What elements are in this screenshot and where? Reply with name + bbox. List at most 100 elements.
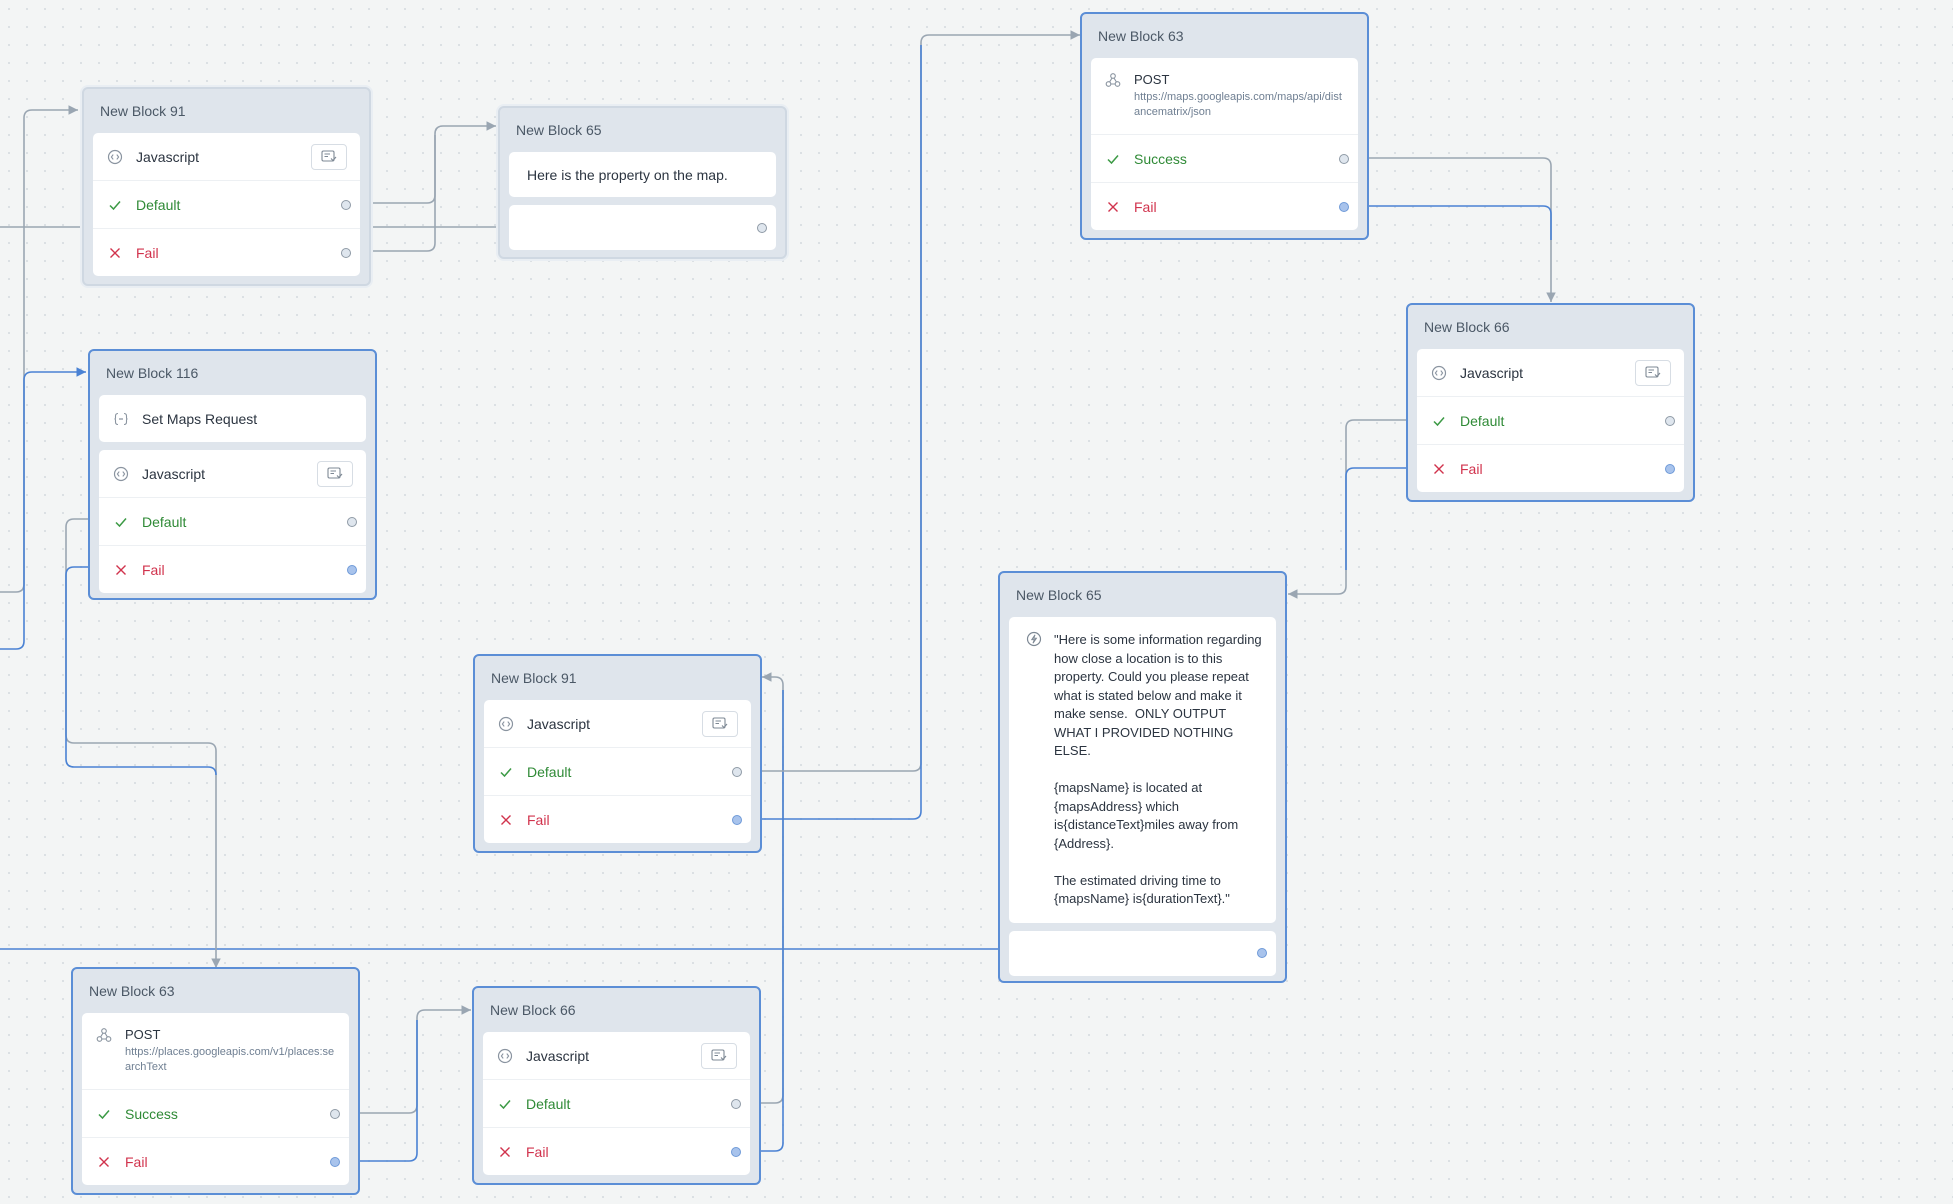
default-path-row[interactable]: Default [483, 1079, 750, 1127]
x-icon [107, 245, 123, 261]
fail-label: Fail [125, 1153, 148, 1170]
output-port[interactable] [731, 1146, 741, 1157]
fail-path-row[interactable]: Fail [483, 1127, 750, 1175]
flow-block[interactable]: New Block 91 Javascript Default Fail [82, 87, 371, 286]
flow-block[interactable]: New Block 91 Javascript Default Fail [473, 654, 762, 853]
default-label: Default [527, 763, 572, 780]
flow-block[interactable]: New Block 63 POST https://maps.googleapi… [1080, 12, 1369, 240]
code-editor-icon[interactable] [317, 460, 353, 487]
link [350, 1005, 471, 1114]
block-title: New Block 91 [100, 103, 186, 119]
check-icon [113, 514, 129, 530]
block-title: New Block 66 [1424, 319, 1510, 335]
action-row[interactable]: Javascript [93, 133, 360, 180]
set-variable-row[interactable]: Set Maps Request [99, 395, 366, 442]
fail-label: Fail [1134, 198, 1157, 215]
prompt-text: "Here is some information regarding how … [1054, 632, 1262, 906]
flow-block[interactable]: New Block 116 Set Maps Request Javascrip… [88, 349, 377, 600]
flow-block[interactable]: New Block 66 Javascript Default Fail [472, 986, 761, 1185]
block-title: New Block 65 [1016, 587, 1102, 603]
code-editor-icon[interactable] [311, 143, 347, 170]
action-row[interactable]: Javascript [484, 700, 751, 747]
block-card: Javascript Default Fail [1417, 349, 1684, 492]
x-icon [497, 1144, 513, 1160]
code-icon [113, 466, 129, 482]
block-title: New Block 65 [516, 122, 602, 138]
code-icon [498, 716, 514, 732]
success-path-row[interactable]: Success [82, 1089, 349, 1137]
fail-path-row[interactable]: Fail [93, 228, 360, 276]
output-port[interactable] [330, 1108, 340, 1119]
output-port[interactable] [731, 1098, 741, 1109]
fail-path-row[interactable]: Fail [82, 1137, 349, 1185]
success-label: Success [125, 1105, 178, 1122]
output-card [1009, 930, 1276, 976]
api-request-row[interactable]: POST https://maps.googleapis.com/maps/ap… [1091, 58, 1358, 134]
check-icon [1105, 151, 1121, 167]
block-card: Javascript Default Fail [483, 1032, 750, 1175]
check-icon [497, 1096, 513, 1112]
output-port[interactable] [1257, 948, 1267, 958]
action-row[interactable]: Javascript [1417, 349, 1684, 396]
x-icon [1105, 199, 1121, 215]
output-port[interactable] [732, 814, 742, 825]
output-port[interactable] [341, 247, 351, 258]
output-port[interactable] [757, 222, 767, 233]
output-port[interactable] [347, 564, 357, 575]
fail-path-row[interactable]: Fail [1091, 182, 1358, 230]
fail-label: Fail [1460, 460, 1483, 477]
action-row[interactable]: Javascript [99, 450, 366, 497]
default-label: Default [1460, 412, 1505, 429]
output-port[interactable] [330, 1156, 340, 1167]
link [0, 367, 86, 650]
flow-block[interactable]: New Block 65 "Here is some information r… [998, 571, 1287, 983]
action-label: Javascript [1460, 364, 1524, 381]
check-icon [107, 197, 123, 213]
code-editor-icon[interactable] [701, 1042, 737, 1069]
http-method: POST [125, 1027, 161, 1042]
fail-path-row[interactable]: Fail [1417, 444, 1684, 492]
action-label: Javascript [136, 148, 200, 165]
output-port[interactable] [1339, 201, 1349, 212]
api-request-row[interactable]: POST https://places.googleapis.com/v1/pl… [82, 1013, 349, 1089]
output-port[interactable] [732, 766, 742, 777]
default-path-row[interactable]: Default [484, 747, 751, 795]
default-path-row[interactable]: Default [1417, 396, 1684, 444]
output-port[interactable] [1665, 463, 1675, 474]
prompt-row[interactable]: "Here is some information regarding how … [1009, 617, 1276, 923]
code-icon [1431, 365, 1447, 381]
success-label: Success [1134, 150, 1187, 167]
block-card: Javascript Default Fail [484, 700, 751, 843]
prompt-card[interactable]: "Here is some information regarding how … [1009, 617, 1276, 923]
output-port[interactable] [1339, 153, 1349, 164]
block-card: Javascript Default Fail [93, 133, 360, 276]
block-title: New Block 91 [491, 670, 577, 686]
webhook-icon [96, 1027, 112, 1043]
output-port[interactable] [347, 516, 357, 527]
code-editor-icon[interactable] [1635, 359, 1671, 386]
output-port[interactable] [1665, 415, 1675, 426]
fail-path-row[interactable]: Fail [484, 795, 751, 843]
default-path-row[interactable]: Default [93, 180, 360, 228]
webhook-icon [1105, 72, 1121, 88]
output-port[interactable] [341, 199, 351, 210]
success-path-row[interactable]: Success [1091, 134, 1358, 182]
fail-label: Fail [142, 561, 165, 578]
message-text: Here is the property on the map. [527, 166, 728, 183]
fail-path-row[interactable]: Fail [99, 545, 366, 593]
set-variable-card[interactable]: Set Maps Request [99, 395, 366, 442]
check-icon [96, 1106, 112, 1122]
code-editor-icon[interactable] [702, 710, 738, 737]
message-card[interactable]: Here is the property on the map. [509, 152, 776, 197]
code-icon [107, 149, 123, 165]
block-card: POST https://maps.googleapis.com/maps/ap… [1091, 58, 1358, 230]
link [1366, 157, 1556, 302]
request-url: https://places.googleapis.com/v1/places:… [125, 1046, 335, 1073]
flow-block[interactable]: New Block 65 Here is the property on the… [498, 106, 787, 259]
flow-block[interactable]: New Block 63 POST https://places.googlea… [71, 967, 360, 1195]
action-row[interactable]: Javascript [483, 1032, 750, 1079]
default-path-row[interactable]: Default [99, 497, 366, 545]
prompt-icon [1026, 631, 1042, 647]
http-method: POST [1134, 72, 1170, 87]
flow-block[interactable]: New Block 66 Javascript Default Fail [1406, 303, 1695, 502]
